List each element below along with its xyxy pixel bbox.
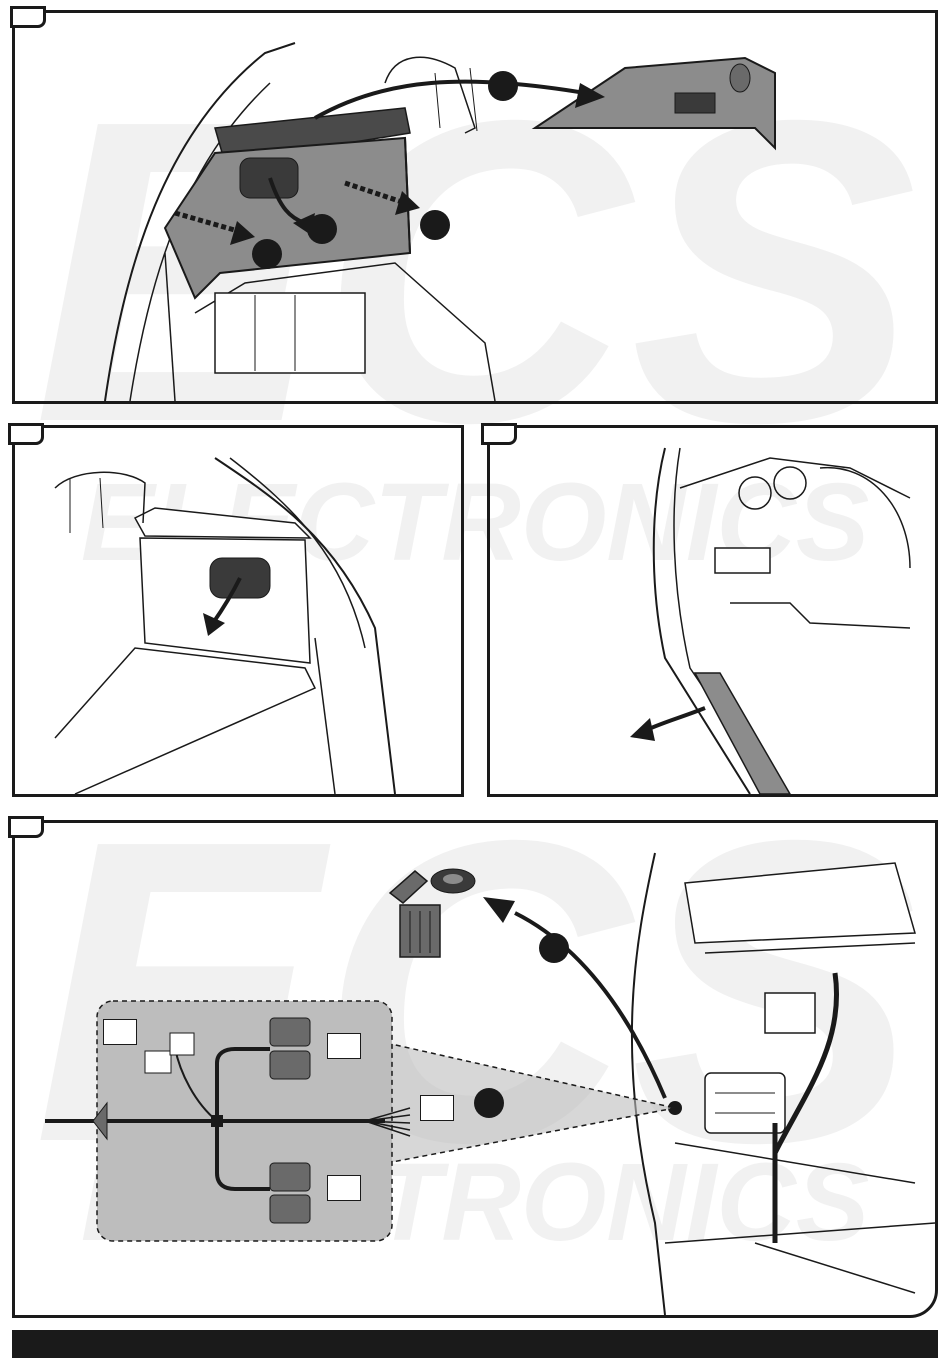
arrow-icon	[483, 897, 515, 923]
step-marker-5	[539, 933, 569, 963]
step-marker-3	[252, 239, 282, 269]
figure-1-panel	[12, 10, 938, 404]
callout-box-b	[327, 1033, 361, 1059]
footer-bar	[12, 1330, 938, 1358]
figure-2-tab	[8, 423, 44, 445]
figure-4-tab	[8, 816, 44, 838]
step-marker-4	[420, 210, 450, 240]
arrow-icon	[630, 718, 655, 741]
figure-1-illustration	[15, 13, 935, 401]
figure-3-panel	[487, 425, 938, 797]
figure-2-panel	[12, 425, 464, 797]
step-marker-2	[307, 214, 337, 244]
step-marker-6	[474, 1088, 504, 1118]
rubber-grommet-icon	[431, 869, 475, 893]
figure-4-illustration	[15, 823, 935, 1315]
figure-2-illustration	[15, 428, 461, 794]
step-marker-1	[488, 71, 518, 101]
callout-box-d	[327, 1175, 361, 1201]
callout-box-a	[103, 1019, 137, 1045]
callout-box-c	[420, 1095, 454, 1121]
figure-3-illustration	[490, 428, 935, 794]
figure-1-tab	[10, 6, 46, 28]
figure-4-panel	[12, 820, 938, 1318]
figure-3-tab	[481, 423, 517, 445]
